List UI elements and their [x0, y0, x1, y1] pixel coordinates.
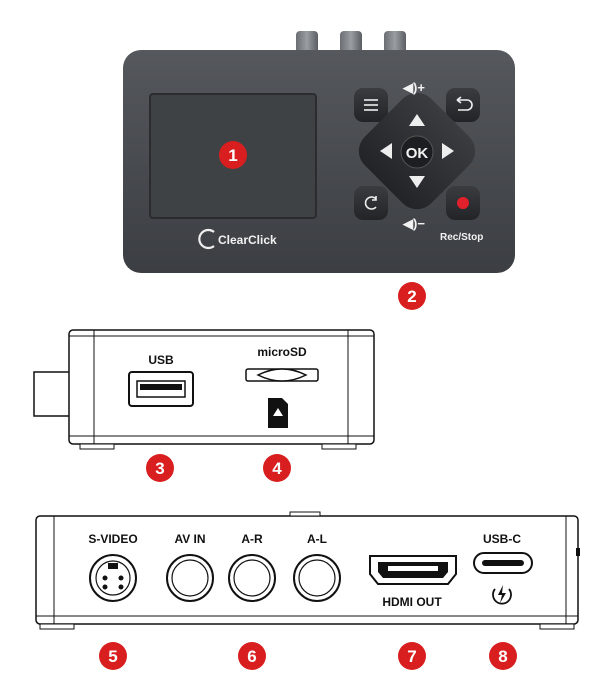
- arrow-down-icon[interactable]: [409, 176, 425, 188]
- volume-down-label: ◀)−: [402, 216, 425, 231]
- avin-port: [166, 554, 214, 602]
- callout-7: 7: [398, 642, 426, 670]
- ok-button[interactable]: [400, 135, 434, 169]
- back-button[interactable]: [446, 88, 480, 122]
- svg-text:6: 6: [247, 647, 256, 666]
- callout-2: 2: [398, 282, 426, 310]
- front-view: ClearClick: [123, 31, 515, 310]
- arrow-left-icon[interactable]: [380, 143, 392, 159]
- svg-text:2: 2: [407, 287, 416, 306]
- svg-text:8: 8: [498, 647, 507, 666]
- return-icon: [456, 96, 473, 111]
- ar-port: [228, 554, 276, 602]
- device-side-body: [68, 329, 375, 445]
- brand-logo: ClearClick: [198, 228, 277, 250]
- ok-label: OK: [406, 145, 429, 162]
- ar-label: A-R: [241, 532, 263, 546]
- al-label: A-L: [307, 532, 327, 546]
- usbc-label: USB-C: [483, 532, 521, 546]
- callout-6: 6: [238, 642, 266, 670]
- menu-button[interactable]: [354, 88, 388, 122]
- callout-1: 1: [219, 141, 247, 169]
- svideo-label: S-VIDEO: [88, 532, 137, 546]
- svideo-port: [89, 554, 137, 602]
- volume-up-label: ◀)+: [402, 80, 425, 95]
- brand-text: ClearClick: [218, 233, 277, 247]
- side-view: USB microSD 3 4: [33, 329, 375, 482]
- rec-stop-label: Rec/Stop: [440, 232, 483, 243]
- refresh-icon: [364, 196, 377, 210]
- power-icon: [492, 585, 512, 605]
- record-dot-icon: [457, 197, 469, 209]
- usb-label: USB: [148, 353, 174, 367]
- svg-text:1: 1: [228, 146, 237, 165]
- callout-8: 8: [489, 642, 517, 670]
- microsd-slot: [245, 368, 319, 382]
- menu-icon: [364, 99, 378, 111]
- refresh-button[interactable]: [354, 186, 388, 220]
- callout-3: 3: [146, 454, 174, 482]
- callout-5: 5: [99, 642, 127, 670]
- back-view: S-VIDEO AV IN A-R A-L HDMI OUT USB-C: [35, 511, 580, 670]
- al-port: [293, 554, 341, 602]
- avin-label: AV IN: [174, 532, 205, 546]
- side-connector-stub: [33, 371, 71, 417]
- usbc-port: [473, 552, 533, 574]
- microsd-card-icon: [268, 398, 288, 428]
- arrow-up-icon[interactable]: [409, 114, 425, 126]
- svg-text:3: 3: [155, 459, 164, 478]
- hdmi-label: HDMI OUT: [382, 595, 442, 609]
- hdmi-port: [369, 555, 457, 585]
- usb-port: [128, 371, 194, 407]
- microsd-label: microSD: [257, 345, 307, 359]
- svg-text:5: 5: [108, 647, 117, 666]
- arrow-right-icon[interactable]: [442, 143, 454, 159]
- svg-text:4: 4: [272, 459, 282, 478]
- top-connectors: [296, 31, 406, 56]
- svg-text:7: 7: [407, 647, 416, 666]
- rec-stop-button[interactable]: [446, 186, 480, 220]
- d-pad[interactable]: OK: [351, 85, 484, 218]
- callout-4: 4: [263, 454, 291, 482]
